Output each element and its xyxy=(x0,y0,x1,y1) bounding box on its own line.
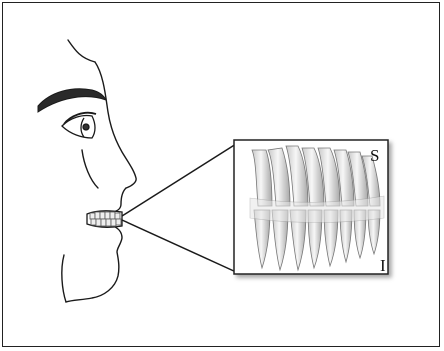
mouth-teeth xyxy=(87,211,122,228)
forehead-nose-line xyxy=(95,62,136,188)
callout-lines xyxy=(122,144,236,272)
cheek-line xyxy=(82,150,98,188)
jaw-line xyxy=(62,255,66,302)
hairline-curve xyxy=(68,40,95,62)
upper-lip-line xyxy=(113,188,126,212)
inferior-label: I xyxy=(380,256,386,276)
lower-lip-chin-line xyxy=(66,226,122,302)
superior-label: S xyxy=(370,146,379,166)
eyebrow xyxy=(38,89,106,112)
eye xyxy=(62,113,96,138)
face-profile xyxy=(62,40,136,302)
upper-teeth xyxy=(252,146,380,206)
